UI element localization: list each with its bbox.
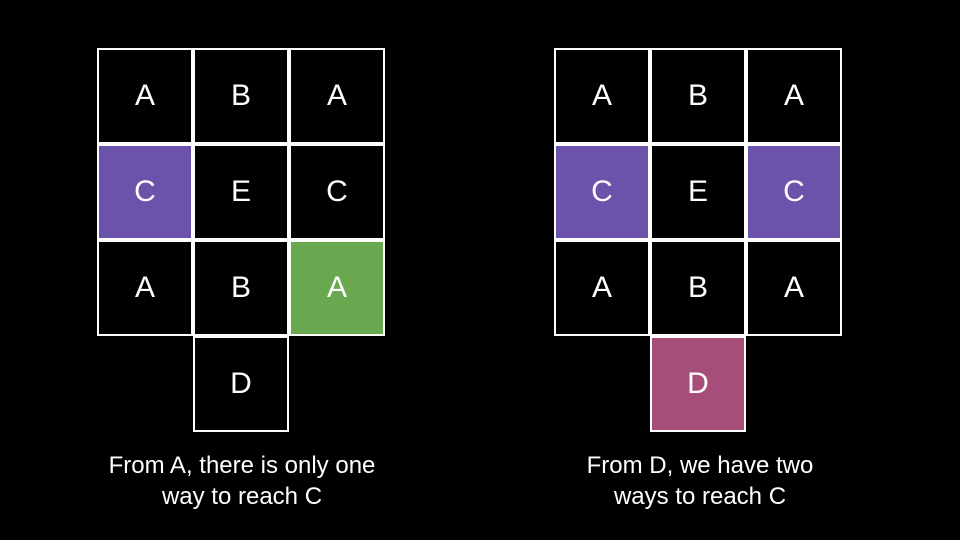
- grid-cell-d: D: [650, 336, 746, 432]
- grid-cell-c: C: [97, 144, 193, 240]
- grid-cell-a: A: [289, 240, 385, 336]
- grid-cell-e: E: [650, 144, 746, 240]
- grid-cell-c: C: [554, 144, 650, 240]
- left-caption: From A, there is only one way to reach C: [72, 450, 412, 512]
- left-caption-line1: From A, there is only one: [108, 452, 376, 479]
- grid-cell-a: A: [97, 48, 193, 144]
- grid-cell-d: D: [193, 336, 289, 432]
- right-caption-line2: ways to reach C: [613, 483, 787, 510]
- grid-cell-b: B: [650, 240, 746, 336]
- grid-cell-a: A: [554, 48, 650, 144]
- grid-cell-c: C: [746, 144, 842, 240]
- grid-cell-e: E: [193, 144, 289, 240]
- grid-cell-a: A: [97, 240, 193, 336]
- grid-cell-a: A: [554, 240, 650, 336]
- grid-cell-a: A: [746, 240, 842, 336]
- grid-cell-c: C: [289, 144, 385, 240]
- right-caption: From D, we have two ways to reach C: [530, 450, 870, 512]
- left-caption-line2: way to reach C: [161, 483, 323, 510]
- grid-cell-b: B: [193, 240, 289, 336]
- right-caption-line1: From D, we have two: [586, 452, 814, 479]
- grid-cell-b: B: [650, 48, 746, 144]
- grid-cell-a: A: [746, 48, 842, 144]
- grid-cell-b: B: [193, 48, 289, 144]
- grid-cell-a: A: [289, 48, 385, 144]
